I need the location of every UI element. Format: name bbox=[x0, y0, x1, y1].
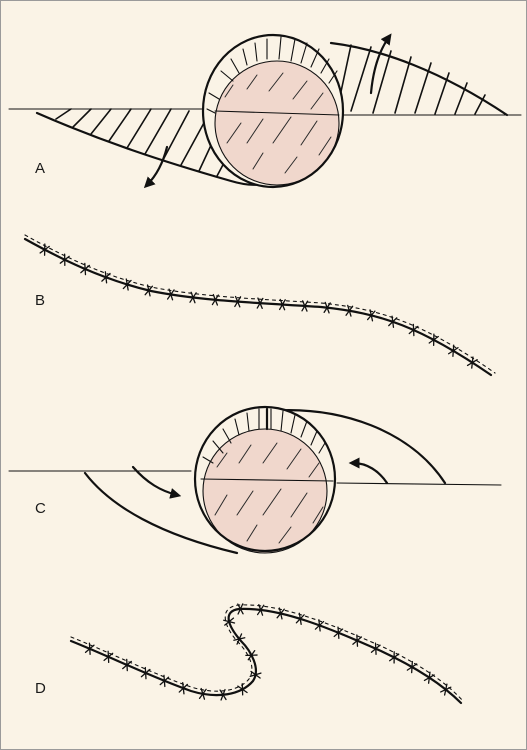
panel-b-sutured-closure bbox=[23, 234, 496, 377]
suture-stitch bbox=[80, 262, 91, 276]
suture-stitch bbox=[122, 658, 132, 672]
suture-stitches-b bbox=[39, 243, 478, 369]
suture-stitch bbox=[278, 298, 286, 311]
suture-stitch bbox=[249, 670, 262, 679]
hatching-right-flap bbox=[338, 44, 486, 115]
suture-stitch bbox=[103, 650, 114, 664]
suture-stitch bbox=[388, 651, 400, 664]
suture-stitch bbox=[59, 253, 70, 266]
suture-stitch bbox=[237, 683, 248, 696]
suture-stitch bbox=[314, 619, 325, 632]
defect-rim-hatching-a bbox=[206, 36, 338, 114]
suture-stitch bbox=[408, 323, 419, 337]
suture-stitch bbox=[189, 291, 197, 304]
suture-stitch bbox=[295, 612, 305, 625]
suture-stitch bbox=[140, 666, 151, 680]
suture-stitch bbox=[39, 243, 50, 256]
panel-label-b: B bbox=[35, 292, 46, 309]
defect-rim-hatching-c bbox=[202, 408, 326, 464]
panel-a-diagram bbox=[8, 33, 522, 189]
suture-stitch bbox=[352, 634, 363, 647]
suture-stitch bbox=[301, 300, 309, 312]
suture-stitch bbox=[345, 304, 354, 317]
suture-stitch bbox=[211, 293, 219, 306]
defect-tissue-texture-c bbox=[214, 442, 324, 544]
suture-stitch bbox=[234, 295, 242, 308]
panel-label-a: A bbox=[35, 160, 46, 177]
suture-stitch bbox=[406, 660, 418, 674]
arrow-down-icon bbox=[143, 145, 169, 189]
arrow-right-icon bbox=[131, 465, 182, 499]
suture-stitch bbox=[159, 674, 170, 688]
arrow-up-icon bbox=[369, 33, 392, 95]
hatching-left-flap bbox=[55, 108, 226, 177]
suture-stitch bbox=[388, 315, 398, 328]
suture-stitches-d bbox=[84, 603, 452, 701]
suture-stitch bbox=[101, 271, 111, 284]
suture-stitch bbox=[166, 288, 175, 301]
suture-stitch bbox=[178, 682, 189, 695]
suture-stitch bbox=[198, 687, 207, 700]
suture-stitch bbox=[144, 284, 154, 297]
panel-d-sutured-closure bbox=[69, 603, 464, 705]
suture-stitch bbox=[370, 642, 381, 655]
suture-stitch bbox=[256, 603, 265, 616]
suture-stitch bbox=[276, 607, 285, 620]
panel-label-c: C bbox=[35, 500, 46, 517]
suture-stitch bbox=[122, 278, 132, 291]
suture-stitch bbox=[366, 309, 376, 322]
suture-stitch bbox=[423, 671, 435, 684]
suture-stitch bbox=[323, 301, 331, 314]
suture-stitch bbox=[233, 633, 246, 645]
suture-stitch bbox=[440, 683, 452, 696]
suture-stitch bbox=[223, 617, 236, 626]
suture-stitch bbox=[466, 356, 478, 369]
suture-stitch bbox=[219, 688, 227, 701]
suture-stitch bbox=[447, 344, 459, 357]
panel-label-d: D bbox=[35, 680, 46, 697]
arrow-left-icon bbox=[348, 457, 389, 485]
suture-stitch bbox=[256, 297, 264, 310]
suture-stitch bbox=[237, 603, 244, 615]
suture-stitch bbox=[428, 333, 439, 346]
suture-stitch bbox=[245, 649, 258, 661]
defect-tissue-texture-a bbox=[224, 72, 332, 174]
panel-c-diagram bbox=[8, 405, 502, 555]
suture-stitch bbox=[84, 642, 95, 655]
suture-stitch bbox=[333, 626, 344, 639]
